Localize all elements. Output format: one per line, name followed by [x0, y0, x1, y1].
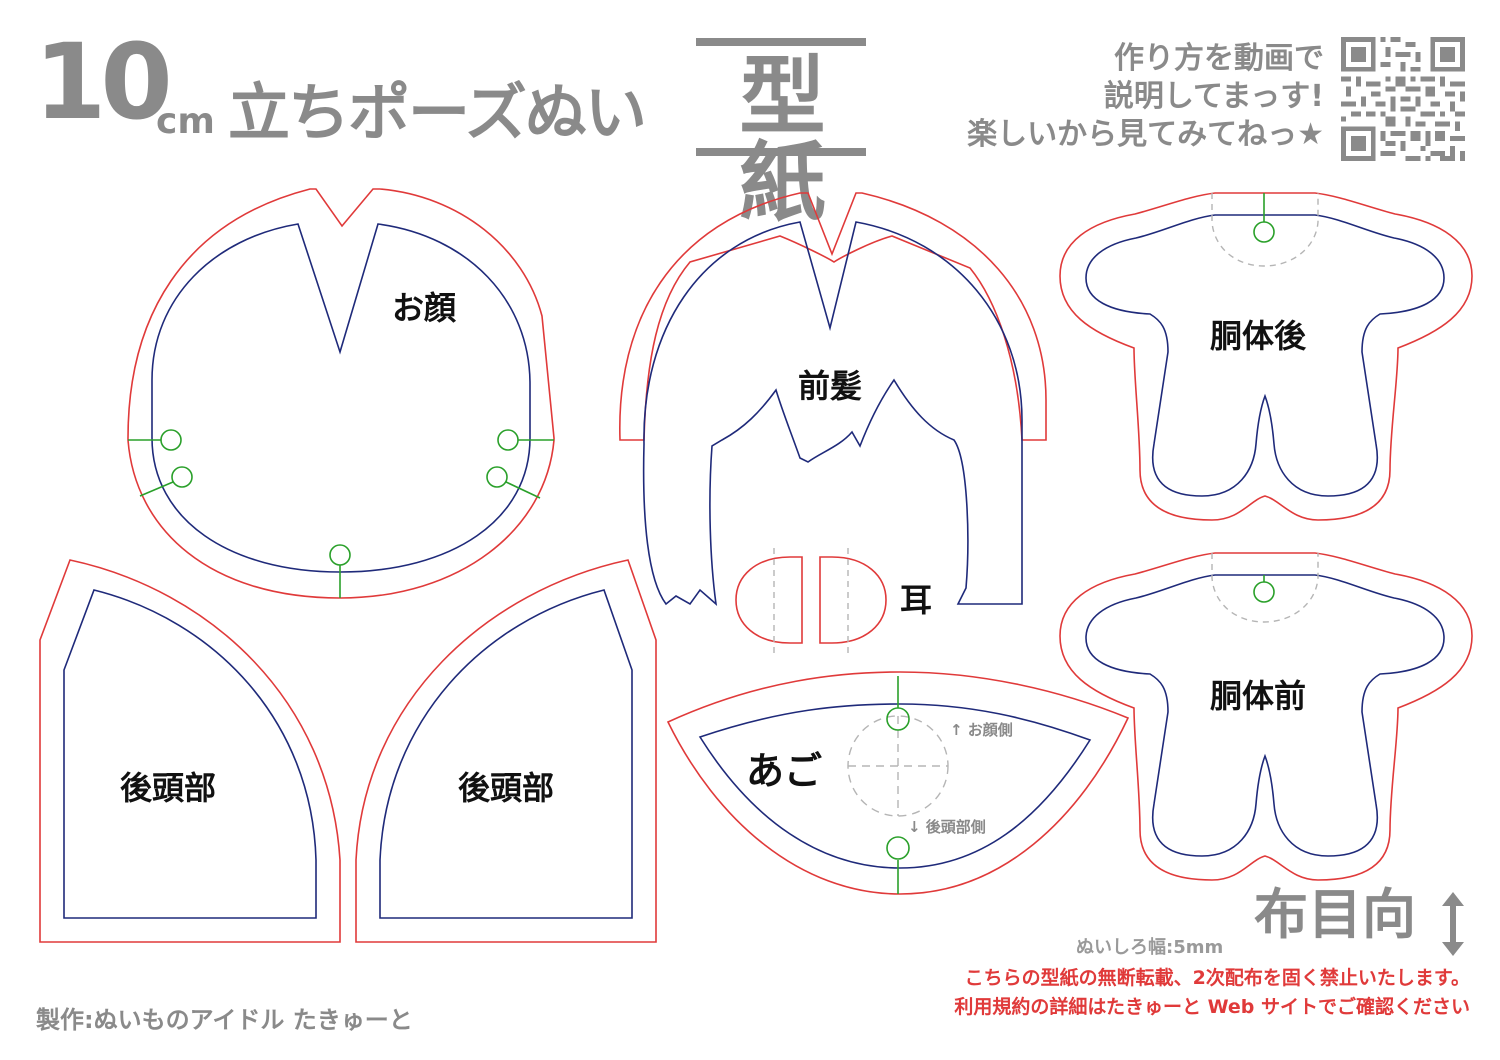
video-note-line: 楽しいから見てみてねっ★ [967, 117, 1324, 152]
ear-cut-line-left [735, 556, 803, 644]
back-head-right-cut-line [355, 559, 657, 943]
face-sew-line [151, 223, 531, 573]
copyright-notice: こちらの型紙の無断転載、2次配布を固く禁止いたします。 利用規約の詳細はたきゅー… [954, 964, 1470, 1022]
grain-arrow-icon [1442, 892, 1464, 956]
chin-cut-line [666, 671, 1130, 895]
ear-label: 耳 [900, 581, 933, 619]
body-front-sew-line [1085, 574, 1445, 857]
body-back-piece [1059, 192, 1473, 521]
body-front-piece [1059, 552, 1473, 881]
back-head-right-label: 後頭部 [458, 769, 555, 807]
back-head-left-sew-line [63, 589, 317, 919]
face-cut-line [127, 188, 555, 599]
chin-piece [666, 671, 1130, 895]
notice-line: 利用規約の詳細はたきゅーと Web サイトでご確認ください [954, 996, 1470, 1018]
back-head-right-piece [355, 559, 657, 943]
body-front-label: 胴体前 [1210, 677, 1307, 715]
back-head-right-sew-line [379, 589, 633, 919]
chin-label: あご [746, 749, 823, 793]
notice-line: こちらの型紙の無断転載、2次配布を固く禁止いたします。 [964, 967, 1470, 989]
body-back-neck-guide [1211, 193, 1319, 267]
body-front-match-marks [1253, 575, 1275, 603]
video-note-line: 説明してまっす! [1103, 79, 1324, 114]
body-front-cut-line [1059, 552, 1473, 881]
title-size: 10 [34, 21, 173, 143]
grain-direction: 布目向 [1254, 883, 1416, 946]
title-bar-bottom [696, 148, 866, 156]
body-back-cut-line [1059, 192, 1473, 521]
ear-piece [735, 548, 887, 654]
face-match-marks [128, 429, 554, 598]
chin-match-marks [886, 676, 910, 894]
bangs-cut-line [619, 192, 1047, 441]
chin-sew-line [698, 703, 1092, 869]
body-back-match-marks [1253, 193, 1275, 243]
video-note-line: 作り方を動画で [1114, 41, 1324, 76]
chin-back-side-label: ↓ 後頭部側 [908, 818, 986, 836]
bangs-sew-line [642, 221, 1023, 607]
ear-cut-line-right [819, 556, 887, 644]
body-front-neck-guide [1211, 553, 1319, 623]
title-unit: cm [156, 101, 215, 142]
face-label: お顔 [392, 289, 457, 327]
seam-allowance: ぬいしろ幅:5mm [1076, 937, 1224, 958]
bangs-piece [619, 192, 1047, 607]
title-bar-top [696, 38, 866, 46]
body-back-label: 胴体後 [1210, 317, 1307, 355]
ear-fold-guides [773, 548, 849, 654]
chin-face-side-label: ↑ お顔側 [950, 721, 1013, 739]
body-back-sew-line [1085, 214, 1445, 497]
video-note: 作り方を動画で 説明してまっす! 楽しいから見てみてねっ★ [967, 40, 1324, 154]
credit: 製作:ぬいものアイドル たきゅーと [36, 1006, 413, 1034]
back-head-left-label: 後頭部 [120, 769, 217, 807]
chin-guides [847, 715, 949, 817]
page-title: 立ちポーズぬい [228, 76, 647, 149]
face-piece [127, 188, 555, 599]
qr-code-icon[interactable] [1341, 37, 1465, 161]
back-head-left-piece [39, 559, 341, 943]
back-head-left-cut-line [39, 559, 341, 943]
bangs-label: 前髪 [798, 367, 863, 405]
